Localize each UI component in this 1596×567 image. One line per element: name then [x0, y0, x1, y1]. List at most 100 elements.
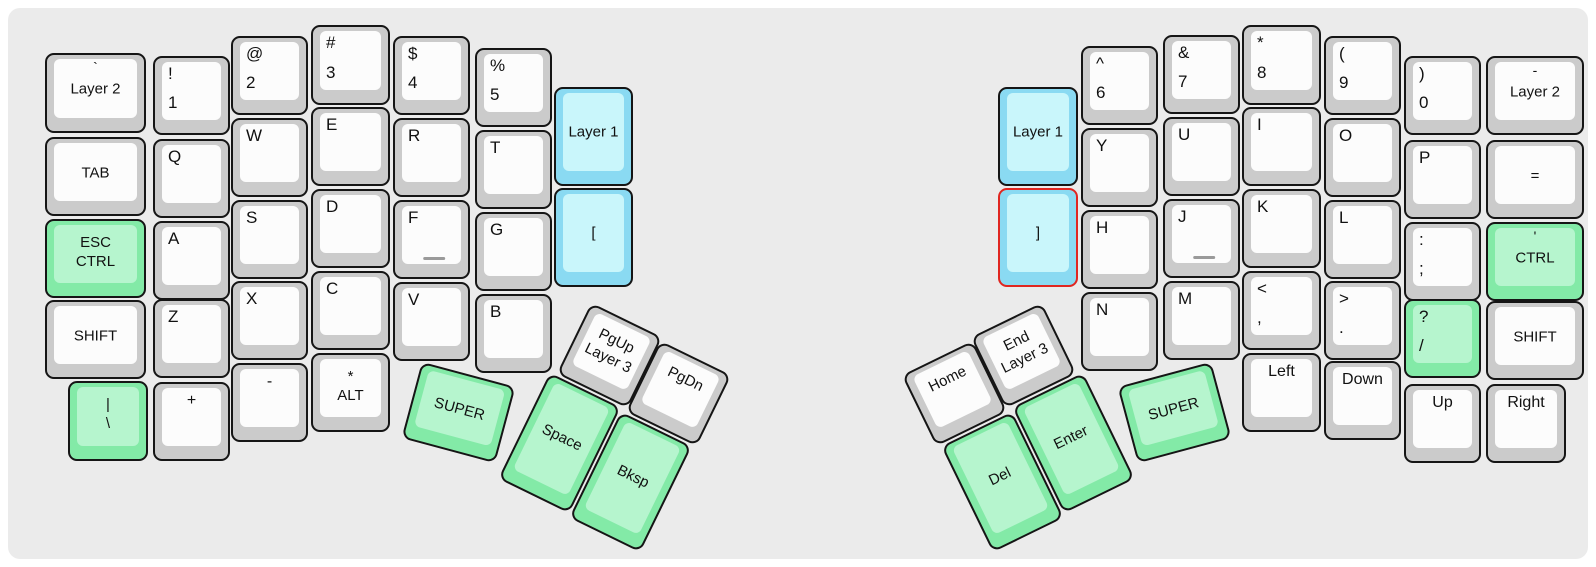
key-layer2-left[interactable]: `Layer 2: [45, 53, 146, 133]
key-legend-secondary: 4: [408, 73, 418, 93]
keycap-top: [1333, 287, 1392, 345]
key-comma[interactable]: <,: [1242, 271, 1321, 350]
key-shift-right[interactable]: SHIFT: [1486, 301, 1584, 380]
key-5[interactable]: %5: [475, 48, 552, 127]
key-left-bracket[interactable]: [: [554, 188, 633, 287]
key-legend-main: B: [490, 302, 502, 321]
key-legend-main: *: [1257, 33, 1264, 52]
key-2[interactable]: @2: [231, 36, 308, 115]
key-g[interactable]: G: [475, 212, 552, 291]
key-legend-main: T: [490, 138, 501, 157]
key-legend-main: >: [1339, 289, 1349, 308]
key-plus[interactable]: +: [153, 382, 230, 461]
key-arrow-right[interactable]: Right: [1486, 384, 1566, 463]
keycap-top: [1333, 42, 1392, 100]
key-pipe-backslash[interactable]: |\: [68, 381, 148, 461]
key-y[interactable]: Y: [1081, 128, 1158, 207]
key-arrow-left[interactable]: Left: [1242, 353, 1321, 432]
key-k[interactable]: K: [1242, 189, 1321, 268]
key-0[interactable]: )0: [1404, 56, 1481, 135]
keycap-top: [1495, 307, 1575, 365]
key-layer1-left[interactable]: Layer 1: [554, 87, 633, 186]
keycap-top: [320, 113, 381, 171]
key-m[interactable]: M: [1163, 281, 1240, 360]
key-q[interactable]: Q: [153, 139, 230, 218]
key-question-slash[interactable]: ?/: [1404, 299, 1481, 378]
key-super-right[interactable]: SUPER: [1116, 361, 1232, 463]
key-arrow-up[interactable]: Up: [1404, 384, 1481, 463]
key-ctrl-right[interactable]: 'CTRL: [1486, 222, 1584, 301]
key-semicolon[interactable]: :;: [1404, 222, 1481, 301]
key-legend-line: ESC: [80, 234, 111, 251]
key-s[interactable]: S: [231, 200, 308, 279]
key-legend-top-center: Right: [1507, 394, 1545, 411]
key-c[interactable]: C: [311, 271, 390, 350]
key-t[interactable]: T: [475, 130, 552, 209]
key-j[interactable]: J: [1163, 199, 1240, 278]
key-p[interactable]: P: [1404, 140, 1481, 219]
key-9[interactable]: (9: [1324, 36, 1401, 115]
keycap-top: [1413, 62, 1472, 120]
key-a[interactable]: A: [153, 221, 230, 300]
key-d[interactable]: D: [311, 189, 390, 268]
key-w[interactable]: W: [231, 118, 308, 197]
key-8[interactable]: *8: [1242, 25, 1321, 105]
key-1[interactable]: !1: [153, 56, 230, 135]
key-h[interactable]: H: [1081, 210, 1158, 289]
key-legend-main: F: [408, 208, 419, 227]
key-legend-main: !: [168, 64, 173, 83]
key-x[interactable]: X: [231, 281, 308, 360]
key-star-alt[interactable]: *ALT: [311, 353, 390, 432]
key-shift-left[interactable]: SHIFT: [45, 300, 146, 379]
key-right-bracket[interactable]: ]: [998, 188, 1078, 287]
keycap-top: [320, 195, 381, 253]
key-tab[interactable]: TAB: [45, 137, 146, 216]
key-legend-secondary: .: [1339, 318, 1344, 338]
key-i[interactable]: I: [1242, 107, 1321, 186]
key-layer2-right[interactable]: -Layer 2: [1486, 56, 1584, 135]
key-z[interactable]: Z: [153, 299, 230, 378]
key-period[interactable]: >.: [1324, 281, 1401, 360]
key-legend-top-center: -: [266, 373, 273, 390]
keycap-top: [1251, 359, 1312, 417]
key-legend-secondary: 8: [1257, 62, 1267, 82]
keycap-top: [320, 277, 381, 335]
keycap-top: [1413, 146, 1472, 204]
key-4[interactable]: $4: [393, 36, 470, 115]
key-legend-secondary: 5: [490, 85, 500, 105]
key-7[interactable]: &7: [1163, 35, 1240, 114]
homing-bar: [1192, 256, 1215, 259]
keycap-top: [1413, 305, 1472, 363]
key-o[interactable]: O: [1324, 118, 1401, 197]
key-minus-left[interactable]: -: [231, 363, 308, 442]
key-b[interactable]: B: [475, 294, 552, 373]
key-6[interactable]: ^6: [1081, 46, 1158, 125]
keycap-top: [484, 300, 543, 358]
key-l[interactable]: L: [1324, 200, 1401, 279]
key-legend-center: Layer 1: [1012, 123, 1064, 141]
key-legend-center: Layer 1: [568, 123, 619, 141]
key-layer1-right[interactable]: Layer 1: [998, 87, 1078, 186]
key-f[interactable]: F: [393, 200, 470, 279]
key-v[interactable]: V: [393, 282, 470, 361]
key-legend-main: U: [1178, 125, 1191, 144]
keycap-top: [402, 206, 461, 264]
key-super-left[interactable]: SUPER: [400, 361, 516, 463]
key-3[interactable]: #3: [311, 25, 390, 105]
key-legend-secondary: 0: [1419, 93, 1429, 113]
key-equals[interactable]: =: [1486, 140, 1584, 219]
key-legend-main: N: [1096, 300, 1109, 319]
key-legend-main: K: [1257, 197, 1269, 216]
key-legend-main: &: [1178, 43, 1190, 62]
keycap-top: [402, 124, 461, 182]
key-e[interactable]: E: [311, 107, 390, 186]
key-n[interactable]: N: [1081, 292, 1158, 371]
keycap-top: [484, 136, 543, 194]
key-legend-main: E: [326, 115, 338, 134]
key-legend-main: %: [490, 56, 506, 75]
key-arrow-down[interactable]: Down: [1324, 361, 1401, 440]
key-u[interactable]: U: [1163, 117, 1240, 196]
key-legend-main: Z: [168, 307, 179, 326]
key-r[interactable]: R: [393, 118, 470, 197]
